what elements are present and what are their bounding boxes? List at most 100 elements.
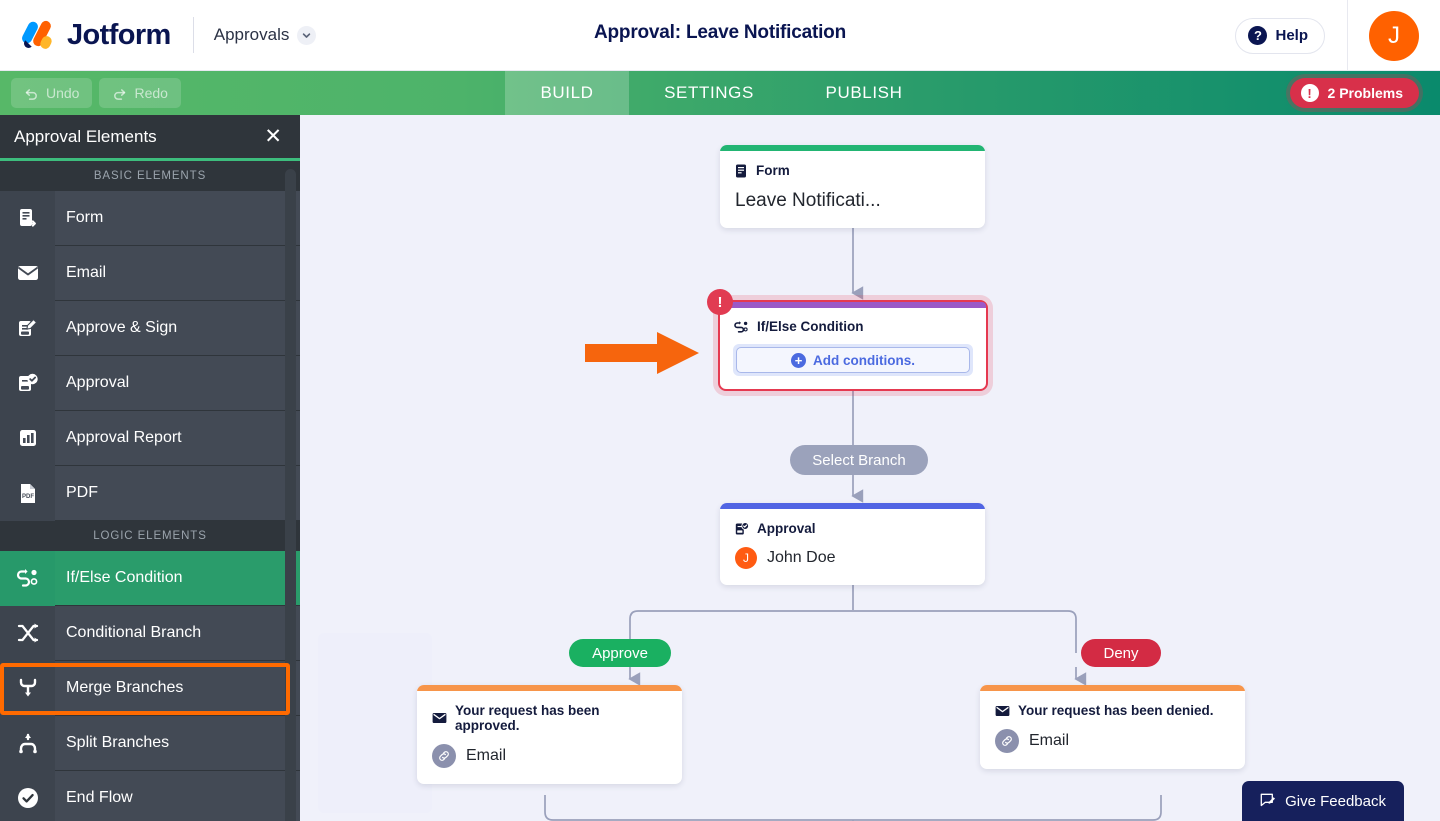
flow-canvas[interactable]: Form Leave Notificati... ! If/Else Condi… xyxy=(300,115,1440,821)
svg-text:PDF: PDF xyxy=(22,494,34,500)
sidebar-item-approval[interactable]: Approval xyxy=(0,355,300,411)
sidebar-item-label: Approval xyxy=(66,374,130,391)
approve-branch-pill[interactable]: Approve xyxy=(569,639,671,667)
approve-sign-icon xyxy=(0,300,55,356)
tab-publish[interactable]: PUBLISH xyxy=(825,83,903,102)
node-color-bar xyxy=(720,503,985,509)
merge-branches-icon xyxy=(0,660,55,716)
email-subject: Your request has been approved. xyxy=(455,703,600,733)
flow-node-email-denied[interactable]: Your request has been denied. Email xyxy=(980,685,1245,769)
avatar: J xyxy=(735,547,757,569)
drag-ghost-placeholder xyxy=(318,633,432,813)
builder-toolbar: Undo Redo BUILD SETTINGS PUBLISH ! 2 Pro… xyxy=(0,71,1440,115)
undo-button[interactable]: Undo xyxy=(11,78,93,108)
deny-branch-pill[interactable]: Deny xyxy=(1081,639,1161,667)
tab-settings[interactable]: SETTINGS xyxy=(664,83,754,102)
link-icon xyxy=(995,729,1019,753)
error-badge[interactable]: ! xyxy=(707,289,733,315)
annotation-arrow-icon xyxy=(585,332,699,374)
node-type-label: Approval xyxy=(757,521,816,536)
link-icon xyxy=(432,744,456,768)
approval-check-icon xyxy=(0,355,55,411)
sidebar-item-approve-sign[interactable]: Approve & Sign xyxy=(0,300,300,356)
node-type-row: Approval xyxy=(735,521,970,536)
flow-node-form[interactable]: Form Leave Notificati... xyxy=(720,145,985,228)
sidebar-item-email[interactable]: Email xyxy=(0,245,300,301)
sidebar-item-label: Form xyxy=(66,209,104,226)
help-button[interactable]: ? Help xyxy=(1235,17,1325,54)
top-header: Jotform Approvals Approval: Leave Notifi… xyxy=(0,0,1440,71)
sidebar-item-if-else-condition[interactable]: If/Else Condition xyxy=(0,550,300,606)
exclamation-icon: ! xyxy=(1300,84,1319,102)
brand-name: Jotform xyxy=(67,18,171,51)
node-color-bar xyxy=(720,145,985,151)
node-type-label: If/Else Condition xyxy=(757,319,864,334)
pdf-file-icon: PDF xyxy=(0,465,55,521)
sidebar-item-pdf[interactable]: PDF PDF xyxy=(0,465,300,521)
group-label-basic: BASIC ELEMENTS xyxy=(0,161,300,191)
brand[interactable]: Jotform xyxy=(0,18,171,52)
undo-label: Undo xyxy=(46,85,80,101)
help-label: Help xyxy=(1275,27,1308,44)
if-else-icon xyxy=(733,320,749,334)
add-conditions-label: Add conditions. xyxy=(813,352,915,368)
redo-button[interactable]: Redo xyxy=(99,78,181,108)
sidebar-item-split-branches[interactable]: Split Branches xyxy=(0,715,300,771)
envelope-icon xyxy=(995,705,1010,717)
sidebar-item-form[interactable]: Form xyxy=(0,190,300,246)
node-title: Leave Notificati... xyxy=(735,190,881,211)
close-icon[interactable]: ✕ xyxy=(264,125,282,148)
sidebar-item-label: Split Branches xyxy=(66,734,170,751)
form-icon xyxy=(0,190,55,246)
sidebar-item-label: Conditional Branch xyxy=(66,624,202,641)
question-mark-icon: ? xyxy=(1248,26,1268,45)
node-subject-row: Your request has been denied. xyxy=(995,703,1230,718)
select-branch-pill[interactable]: Select Branch xyxy=(790,445,928,475)
avatar[interactable]: J xyxy=(1369,10,1419,61)
group-label-logic: LOGIC ELEMENTS xyxy=(0,521,300,551)
email-subject: Your request has been denied. xyxy=(1018,703,1214,718)
panel-title: Approval Elements xyxy=(14,126,157,146)
node-type-label: Email xyxy=(466,747,507,764)
node-type-label: Email xyxy=(1029,732,1070,749)
flow-node-approval[interactable]: Approval J John Doe xyxy=(720,503,985,585)
assignee-name: John Doe xyxy=(767,549,836,566)
add-conditions-wrapper: + Add conditions. xyxy=(733,344,973,376)
node-assignee-row: J John Doe xyxy=(735,547,970,569)
approval-elements-panel: Approval Elements ✕ BASIC ELEMENTS Form … xyxy=(0,115,300,821)
sidebar-scrollbar[interactable] xyxy=(285,169,296,821)
give-feedback-button[interactable]: Give Feedback xyxy=(1242,781,1404,821)
sidebar-item-end-flow[interactable]: End Flow xyxy=(0,770,300,821)
if-else-icon xyxy=(0,550,55,606)
node-type-row: Email xyxy=(995,729,1230,753)
give-feedback-label: Give Feedback xyxy=(1285,792,1386,810)
undo-redo-group: Undo Redo xyxy=(0,78,181,108)
bar-chart-icon xyxy=(0,410,55,466)
flow-node-email-approved[interactable]: Your request has been approved. Email xyxy=(417,685,682,784)
jotform-logo-icon xyxy=(20,18,56,52)
problems-label: 2 Problems xyxy=(1327,85,1403,101)
sidebar-item-label: Email xyxy=(66,264,107,281)
end-flow-check-icon xyxy=(0,770,55,821)
sidebar-item-merge-branches[interactable]: Merge Branches xyxy=(0,660,300,716)
node-type-row: Form xyxy=(735,163,970,178)
sidebar-item-label: End Flow xyxy=(66,789,133,806)
form-icon xyxy=(735,164,748,178)
sidebar-item-label: Approval Report xyxy=(66,429,182,446)
add-conditions-button[interactable]: + Add conditions. xyxy=(736,347,970,373)
product-menu[interactable]: Approvals xyxy=(214,25,317,45)
chevron-down-icon xyxy=(297,25,317,45)
tab-build[interactable]: BUILD xyxy=(505,71,629,115)
sidebar-item-approval-report[interactable]: Approval Report xyxy=(0,410,300,466)
split-branches-icon xyxy=(0,715,55,771)
flow-node-if-else-condition[interactable]: ! If/Else Condition + Add conditions. xyxy=(707,289,988,391)
sidebar-item-label: If/Else Condition xyxy=(66,569,183,586)
sidebar-item-conditional-branch[interactable]: Conditional Branch xyxy=(0,605,300,661)
product-menu-label: Approvals xyxy=(213,25,290,44)
node-color-bar xyxy=(980,685,1245,691)
sidebar-item-label: Approve & Sign xyxy=(66,319,178,336)
sidebar-item-label: PDF xyxy=(66,484,98,501)
problems-badge[interactable]: ! 2 Problems xyxy=(1289,78,1419,108)
feedback-pencil-icon xyxy=(1260,793,1276,809)
